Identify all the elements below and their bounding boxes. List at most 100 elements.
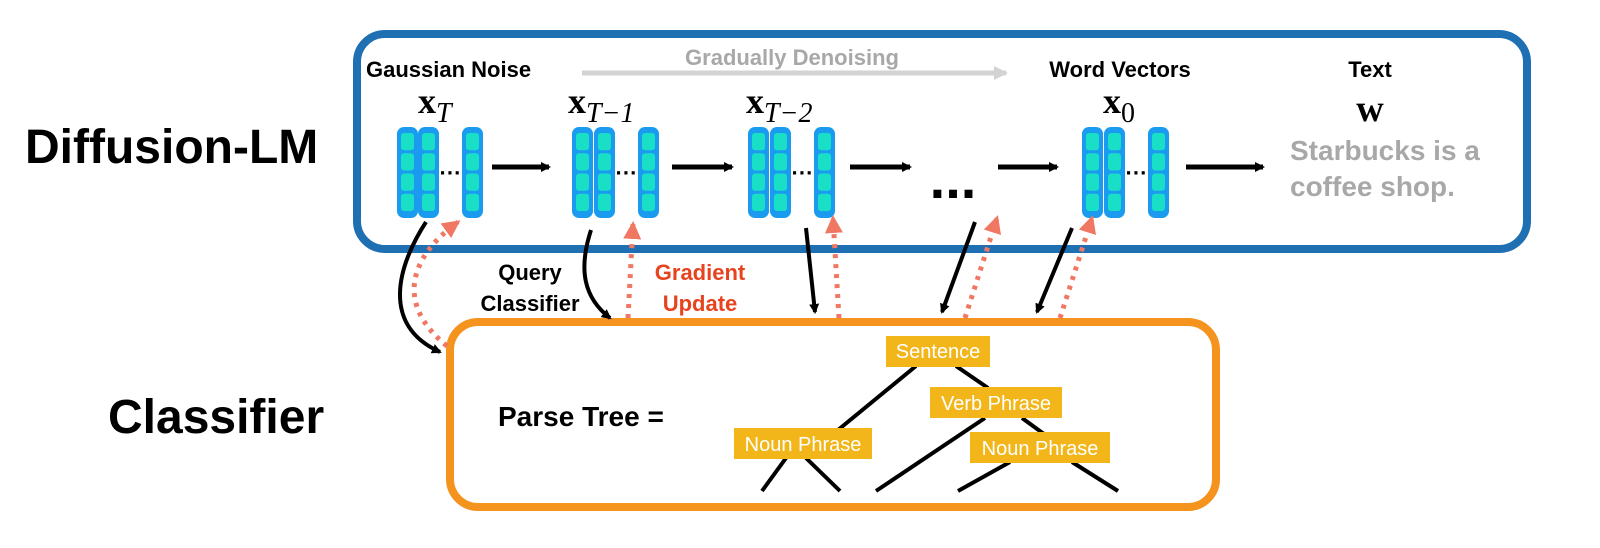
vector-cell bbox=[642, 133, 655, 151]
node-noun-phrase-left-label: Noun Phrase bbox=[745, 434, 862, 456]
tree-edge bbox=[804, 456, 842, 493]
gradient-arrows bbox=[411, 215, 1097, 348]
vector-cell bbox=[818, 193, 831, 211]
vector-cell bbox=[642, 173, 655, 191]
gradient-arrow bbox=[962, 215, 1002, 319]
vector-cell bbox=[1086, 133, 1099, 151]
tree-edge bbox=[1070, 460, 1120, 493]
vector-cell bbox=[1152, 133, 1165, 151]
vector-cell bbox=[598, 133, 611, 151]
query-classifier-line-2: Classifier bbox=[480, 291, 579, 316]
vector-column bbox=[814, 127, 835, 218]
vector-cell bbox=[1152, 173, 1165, 191]
word-vectors-label: Word Vectors bbox=[1049, 57, 1190, 82]
query-arrow bbox=[398, 220, 442, 354]
gradient-arrow bbox=[824, 215, 843, 319]
vector-cell bbox=[752, 133, 765, 151]
vector-cell bbox=[774, 173, 787, 191]
vector-cell bbox=[466, 133, 479, 151]
output-text-line-2: coffee shop. bbox=[1290, 171, 1455, 202]
vector-cell bbox=[818, 173, 831, 191]
symbol-x-t: xT bbox=[418, 81, 454, 129]
vector-cell bbox=[422, 153, 435, 171]
vector-cell bbox=[1086, 173, 1099, 191]
node-verb-phrase: Verb Phrase bbox=[930, 387, 1062, 418]
vector-column bbox=[1082, 127, 1103, 218]
vector-cell bbox=[642, 193, 655, 211]
tree-edge bbox=[836, 364, 918, 432]
vector-cell bbox=[422, 173, 435, 191]
parse-tree-label: Parse Tree = bbox=[498, 401, 664, 432]
query-arrow bbox=[1035, 227, 1074, 314]
symbol-w: w bbox=[1356, 88, 1384, 130]
vector-cell bbox=[466, 193, 479, 211]
vector-group-x0: ··· bbox=[1082, 127, 1169, 218]
diffusion-lm-label: Diffusion-LM bbox=[25, 121, 318, 174]
vector-cell bbox=[818, 133, 831, 151]
node-verb-phrase-box bbox=[930, 387, 1062, 418]
gradient-update-line-2: Update bbox=[663, 291, 738, 316]
vector-ellipsis: ··· bbox=[792, 161, 814, 186]
vector-cell bbox=[598, 193, 611, 211]
vector-cell bbox=[422, 193, 435, 211]
node-sentence-label: Sentence bbox=[896, 341, 981, 363]
tree-edge bbox=[957, 460, 1011, 493]
node-noun-phrase-right: Noun Phrase bbox=[970, 432, 1110, 463]
vector-cell bbox=[1152, 193, 1165, 211]
vector-group-xT: ··· bbox=[397, 127, 483, 218]
vector-cell bbox=[1086, 153, 1099, 171]
vector-ellipsis: ··· bbox=[440, 161, 462, 186]
gradient-arrow bbox=[623, 221, 642, 319]
node-sentence-box bbox=[886, 336, 990, 367]
query-arrow bbox=[804, 227, 820, 314]
vector-column bbox=[770, 127, 791, 218]
vector-cell bbox=[1108, 193, 1121, 211]
query-arrow bbox=[582, 229, 612, 320]
symbol-x-t-minus-2: xT−2 bbox=[746, 81, 812, 129]
output-text-line-1: Starbucks is a bbox=[1290, 135, 1480, 166]
vector-cell bbox=[422, 133, 435, 151]
vector-column bbox=[1104, 127, 1125, 218]
query-arrow bbox=[940, 221, 977, 314]
node-noun-phrase-right-label: Noun Phrase bbox=[982, 438, 1099, 460]
gradient-arrow bbox=[411, 219, 461, 348]
stage-ellipsis: ... bbox=[930, 147, 977, 210]
vector-cell bbox=[1108, 153, 1121, 171]
vector-group-xT1: ··· bbox=[572, 127, 659, 218]
classifier-label: Classifier bbox=[108, 391, 324, 444]
tree-edge bbox=[760, 456, 788, 493]
symbol-x-t-minus-1: xT−1 bbox=[568, 81, 634, 129]
gradient-arrow bbox=[1057, 215, 1097, 319]
vector-column bbox=[397, 127, 418, 218]
parse-tree-edges bbox=[760, 364, 1120, 493]
vector-cell bbox=[598, 153, 611, 171]
vector-column bbox=[418, 127, 439, 218]
vector-cell bbox=[1152, 153, 1165, 171]
vector-cell bbox=[1108, 173, 1121, 191]
tree-edge bbox=[954, 364, 990, 390]
node-noun-phrase-right-box bbox=[970, 432, 1110, 463]
vector-cell bbox=[466, 153, 479, 171]
query-arrows bbox=[398, 220, 1074, 354]
vector-cell bbox=[576, 153, 589, 171]
symbol-x-0: x0 bbox=[1103, 81, 1135, 129]
vector-cell bbox=[774, 153, 787, 171]
vector-cell bbox=[576, 173, 589, 191]
vector-cell bbox=[752, 173, 765, 191]
vector-stacks: ··· ··· ··· ··· bbox=[397, 127, 1169, 218]
text-header-label: Text bbox=[1348, 57, 1392, 82]
vector-column bbox=[572, 127, 593, 218]
vector-cell bbox=[598, 173, 611, 191]
node-sentence: Sentence bbox=[886, 336, 990, 367]
vector-column bbox=[1148, 127, 1169, 218]
vector-ellipsis: ··· bbox=[616, 161, 638, 186]
vector-cell bbox=[1108, 133, 1121, 151]
vector-cell bbox=[642, 153, 655, 171]
vector-cell bbox=[401, 133, 414, 151]
vector-column bbox=[748, 127, 769, 218]
vector-cell bbox=[774, 133, 787, 151]
classifier-box bbox=[446, 318, 1220, 511]
gradually-denoising-label: Gradually Denoising bbox=[685, 45, 899, 70]
vector-column bbox=[638, 127, 659, 218]
